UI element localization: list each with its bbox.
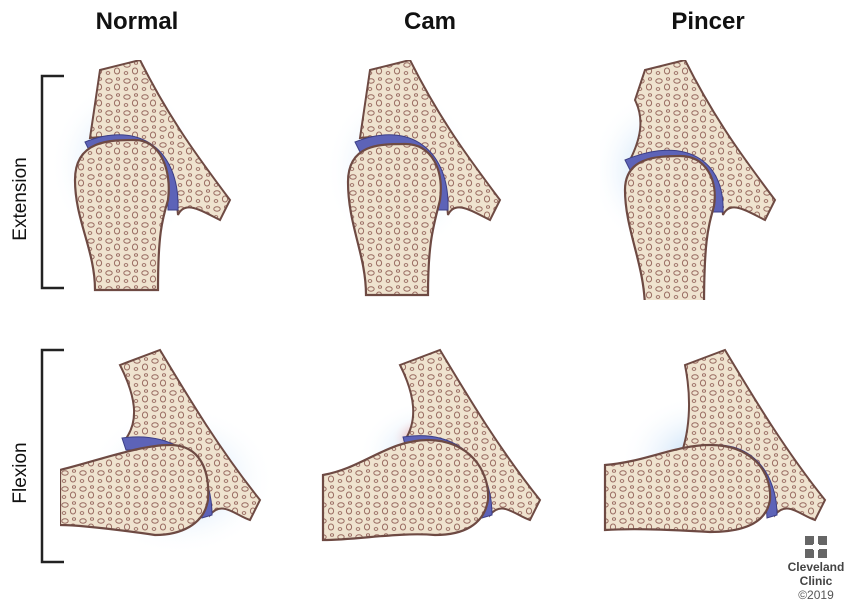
column-title-cam: Cam (330, 8, 530, 36)
column-title-normal: Normal (37, 8, 237, 36)
pincer-extension-joint (600, 60, 846, 300)
cleveland-clinic-logo: Cleveland Clinic ©2019 (786, 536, 846, 602)
column-title-pincer: Pincer (608, 8, 808, 36)
normal-flexion-joint (60, 340, 310, 580)
cam-extension-joint (330, 60, 580, 300)
normal-extension-joint (50, 60, 300, 300)
copyright-text: ©2019 (786, 588, 846, 602)
row-label-extension: Extension (10, 139, 32, 259)
cleveland-clinic-cross-icon (805, 536, 827, 558)
cam-flexion-joint (318, 340, 568, 580)
row-label-flexion: Flexion (10, 413, 32, 533)
logo-text-line2: Clinic (786, 574, 846, 588)
logo-text-line1: Cleveland (786, 560, 846, 574)
